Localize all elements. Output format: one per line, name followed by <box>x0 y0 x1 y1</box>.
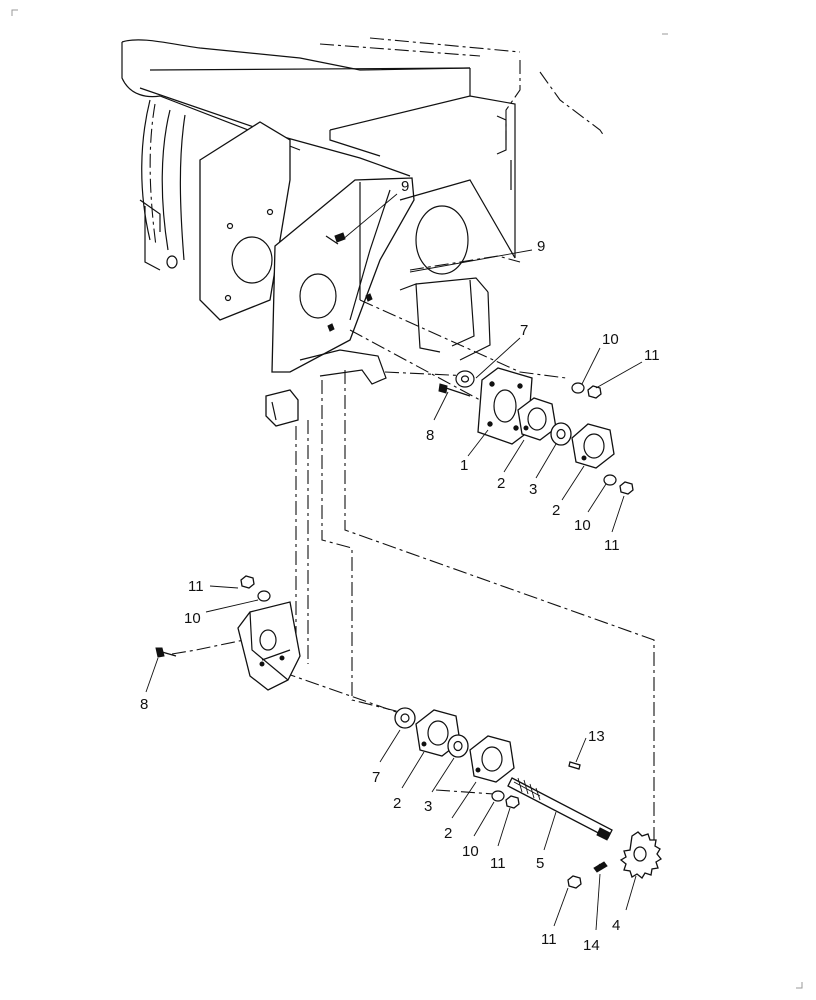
callout-10: 10 <box>462 843 479 860</box>
callout-2: 2 <box>552 502 560 519</box>
callout-3: 3 <box>424 798 432 815</box>
callout-2: 2 <box>497 475 505 492</box>
callout-10: 10 <box>184 610 201 627</box>
callout-8: 8 <box>426 427 434 444</box>
callout-14: 14 <box>583 937 600 954</box>
callout-7: 7 <box>520 322 528 339</box>
callout-11: 11 <box>644 347 660 364</box>
callout-7: 7 <box>372 769 380 786</box>
callout-4: 4 <box>612 917 620 934</box>
callout-2: 2 <box>444 825 452 842</box>
callout-11: 11 <box>490 855 506 872</box>
callout-13: 13 <box>588 728 605 745</box>
lower-bracket-group <box>155 575 301 691</box>
frame-assembly <box>121 37 605 427</box>
callout-11: 11 <box>188 578 204 595</box>
upper-bearing-group <box>438 367 634 495</box>
callout-8: 8 <box>140 696 148 713</box>
callout-10: 10 <box>574 517 591 534</box>
lower-bearing-group <box>394 707 662 889</box>
callout-11: 11 <box>604 537 620 554</box>
callout-5: 5 <box>536 855 544 872</box>
callout-9: 9 <box>401 178 409 195</box>
callout-11: 11 <box>541 931 557 948</box>
callout-10: 10 <box>602 331 619 348</box>
callout-2: 2 <box>393 795 401 812</box>
callout-1: 1 <box>460 457 468 474</box>
callout-labels: 9 9 7 10 11 8 1 2 3 2 10 11 11 10 8 13 7… <box>140 178 660 954</box>
callout-9: 9 <box>537 238 545 255</box>
corner-marks <box>11 9 803 989</box>
assembly-lines <box>171 255 655 840</box>
leader-lines <box>145 193 643 931</box>
callout-3: 3 <box>529 481 537 498</box>
